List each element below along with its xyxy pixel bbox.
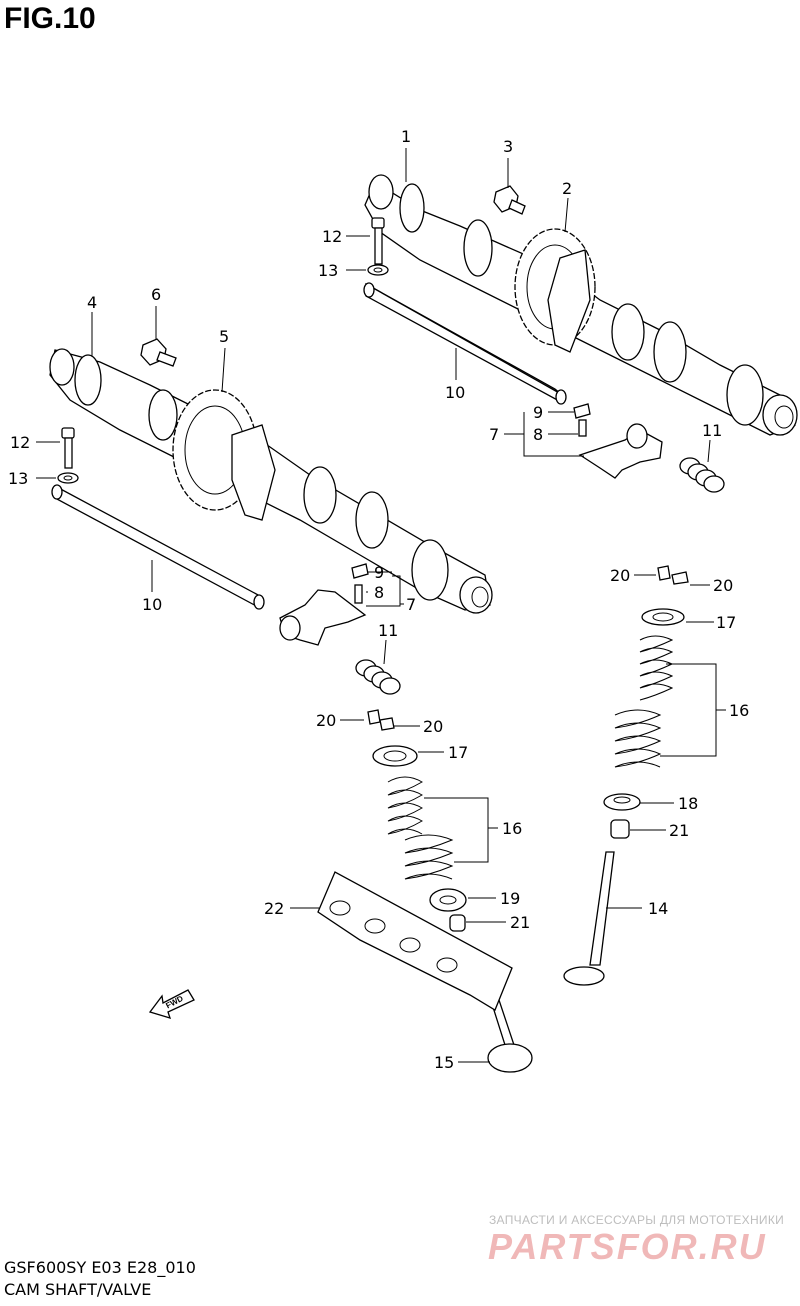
watermark-logo: PARTSFOR.RU xyxy=(488,1226,767,1267)
callout-13-lower: 13 xyxy=(8,469,28,488)
adjuster-8-upper-drawing[interactable] xyxy=(578,419,587,437)
callout-20-left-b: 20 xyxy=(423,717,443,736)
callout-9-lower: 9 xyxy=(374,563,384,582)
callout-16-left: 16 xyxy=(502,819,522,838)
callout-21-left: 21 xyxy=(510,913,530,932)
cam-sprocket-5-drawing[interactable] xyxy=(172,389,276,521)
callout-3: 3 xyxy=(503,137,513,156)
callout-10-lower: 10 xyxy=(142,595,162,614)
spring-retainer-17-left-drawing[interactable] xyxy=(372,745,418,767)
cotter-20-left-drawing[interactable] xyxy=(367,709,395,731)
callout-13-upper: 13 xyxy=(318,261,338,280)
callout-19: 19 xyxy=(500,889,520,908)
valve-spring-16-right-drawing[interactable] xyxy=(614,635,674,768)
callouts: 1 2 3 4 5 6 12 13 12 13 10 10 9 8 7 11 9… xyxy=(8,127,749,1072)
callout-16-right: 16 xyxy=(729,701,749,720)
bolt-6-drawing[interactable] xyxy=(140,338,177,367)
callout-4: 4 xyxy=(87,293,97,312)
adjuster-8-lower-drawing[interactable] xyxy=(354,584,363,604)
nut-9-lower-drawing[interactable] xyxy=(351,563,369,579)
spring-seat-18-drawing[interactable] xyxy=(603,793,641,811)
bolt-12-lower-drawing[interactable] xyxy=(61,427,75,469)
callout-22: 22 xyxy=(264,899,284,918)
callout-2: 2 xyxy=(562,179,572,198)
bolt-12-upper-drawing[interactable] xyxy=(371,217,385,265)
callout-21-right: 21 xyxy=(669,821,689,840)
callout-20-right-b: 20 xyxy=(713,576,733,595)
rocker-arm-7-upper-drawing[interactable] xyxy=(578,423,663,479)
callout-10-upper: 10 xyxy=(445,383,465,402)
spring-seat-19-drawing[interactable] xyxy=(429,888,467,912)
stem-seal-21-right-drawing[interactable] xyxy=(610,819,630,839)
callout-18: 18 xyxy=(678,794,698,813)
nut-9-upper-drawing[interactable] xyxy=(573,403,591,419)
leader-lines xyxy=(36,148,726,1063)
callout-7-upper: 7 xyxy=(489,425,499,444)
washer-13-upper-drawing[interactable] xyxy=(367,264,389,276)
rocker-shaft-10-upper-drawing[interactable] xyxy=(363,282,567,405)
shim-11-upper-drawing[interactable] xyxy=(679,457,725,493)
callout-17-left: 17 xyxy=(448,743,468,762)
callout-12-lower: 12 xyxy=(10,433,30,452)
bolt-3-drawing[interactable] xyxy=(493,185,526,215)
stem-seal-21-left-drawing[interactable] xyxy=(449,914,466,932)
rocker-shaft-10-lower-drawing[interactable] xyxy=(51,484,265,610)
callout-17-right: 17 xyxy=(716,613,736,632)
callout-12-upper: 12 xyxy=(322,227,342,246)
rocker-arm-7-lower-drawing[interactable] xyxy=(279,589,367,646)
shim-11-lower-drawing[interactable] xyxy=(355,659,401,695)
valve-spring-16-left-drawing[interactable] xyxy=(387,776,454,880)
callout-1: 1 xyxy=(401,127,411,146)
section-name: CAM SHAFT/VALVE xyxy=(4,1280,152,1299)
callout-5: 5 xyxy=(219,327,229,346)
cotter-20-right-drawing[interactable] xyxy=(657,565,689,585)
model-code: GSF600SY E03 E28_010 xyxy=(4,1258,196,1277)
callout-14: 14 xyxy=(648,899,668,918)
callout-11-lower: 11 xyxy=(378,621,398,640)
callout-9-upper: 9 xyxy=(533,403,543,422)
callout-6: 6 xyxy=(151,285,161,304)
washer-13-lower-drawing[interactable] xyxy=(57,472,79,484)
watermark-tagline: ЗАПЧАСТИ И АКСЕССУАРЫ ДЛЯ МОТОТЕХНИКИ xyxy=(489,1213,785,1227)
figure-title: FIG.10 xyxy=(4,2,96,35)
callout-20-left-a: 20 xyxy=(316,711,336,730)
callout-8-lower: 8 xyxy=(374,583,384,602)
callout-11-upper: 11 xyxy=(702,421,722,440)
callout-15: 15 xyxy=(434,1053,454,1072)
spring-retainer-17-right-drawing[interactable] xyxy=(641,608,685,626)
exhaust-valve-14-drawing[interactable] xyxy=(563,851,615,986)
callout-20-right-a: 20 xyxy=(610,566,630,585)
callout-7-lower: 7 xyxy=(406,595,416,614)
cam-sprocket-2-drawing[interactable] xyxy=(514,228,596,353)
fwd-arrow-icon: FWD xyxy=(148,989,195,1019)
plate-22-drawing[interactable] xyxy=(317,871,513,1011)
callout-8-upper: 8 xyxy=(533,425,543,444)
